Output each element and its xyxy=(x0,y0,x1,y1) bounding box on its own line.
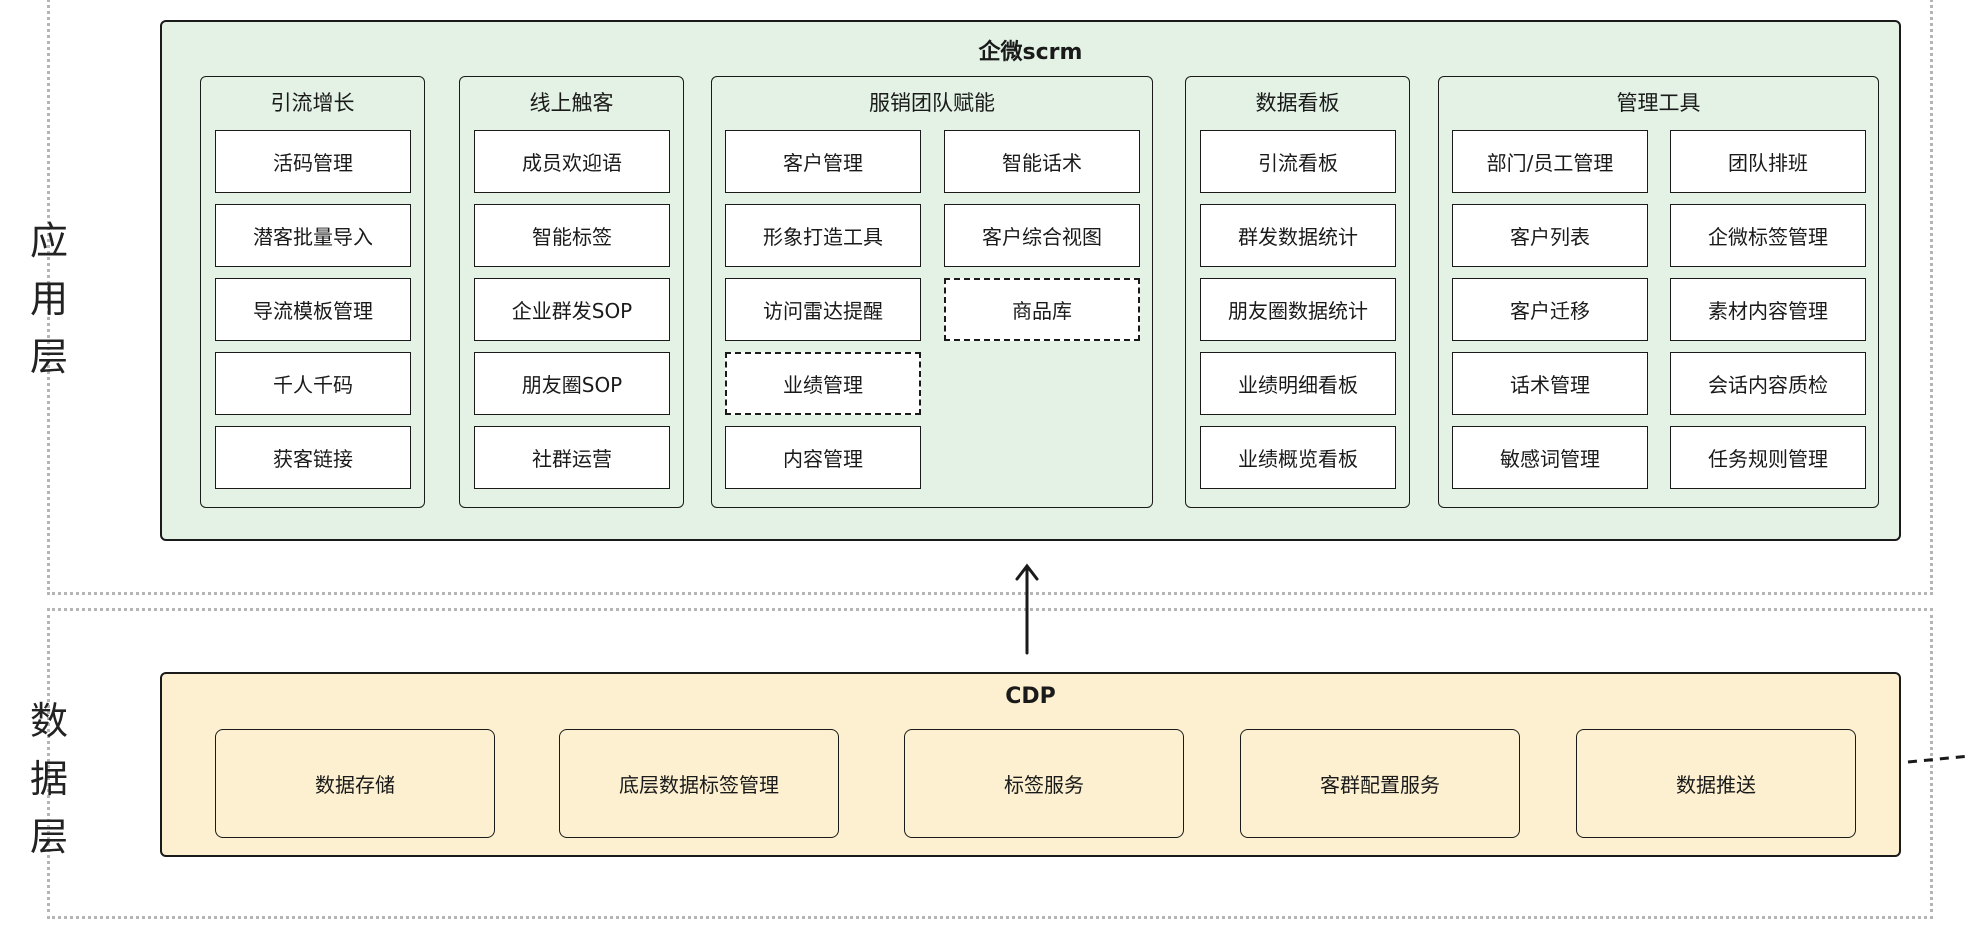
scrm-title: 企微scrm xyxy=(978,40,1083,65)
feature-box: 会话内容质检 xyxy=(1670,352,1866,415)
scrm-frame: 企微scrm 引流增长 活码管理 潜客批量导入 导流模板管理 千人千码 获客链接… xyxy=(160,20,1901,541)
application-layer-label-char: 层 xyxy=(29,335,68,379)
feature-box: 千人千码 xyxy=(215,352,411,415)
cdp-service-box: 客群配置服务 xyxy=(1240,729,1520,838)
feature-box: 群发数据统计 xyxy=(1200,204,1396,267)
feature-box: 活码管理 xyxy=(215,130,411,193)
feature-box: 客户迁移 xyxy=(1452,278,1648,341)
data-layer-label: 数 据 层 xyxy=(24,692,74,866)
group-management: 管理工具 部门/员工管理 客户列表 客户迁移 话术管理 敏感词管理 团队排班 企… xyxy=(1438,76,1879,508)
data-layer-label-char: 数 xyxy=(29,699,68,743)
feature-box: 部门/员工管理 xyxy=(1452,130,1648,193)
cdp-title: CDP xyxy=(1005,684,1056,709)
feature-box: 引流看板 xyxy=(1200,130,1396,193)
feature-box: 任务规则管理 xyxy=(1670,426,1866,489)
cdp-service-box: 底层数据标签管理 xyxy=(559,729,839,838)
feature-box: 企业群发SOP xyxy=(474,278,670,341)
cdp-service-box: 数据推送 xyxy=(1576,729,1856,838)
group-lead-growth-title: 引流增长 xyxy=(270,91,355,115)
feature-box: 业绩明细看板 xyxy=(1200,352,1396,415)
feature-box: 朋友圈数据统计 xyxy=(1200,278,1396,341)
feature-box: 导流模板管理 xyxy=(215,278,411,341)
cdp-service-box: 数据存储 xyxy=(215,729,495,838)
feature-box: 客户管理 xyxy=(725,130,921,193)
up-arrow xyxy=(1015,563,1039,655)
data-layer-label-char: 据 xyxy=(29,757,68,801)
feature-box: 客户综合视图 xyxy=(944,204,1140,267)
feature-box-planned: 业绩管理 xyxy=(725,352,921,415)
feature-box: 成员欢迎语 xyxy=(474,130,670,193)
cdp-service-box: 标签服务 xyxy=(904,729,1184,838)
group-dashboard-title: 数据看板 xyxy=(1255,91,1340,115)
feature-box-planned: 商品库 xyxy=(944,278,1140,341)
feature-box: 敏感词管理 xyxy=(1452,426,1648,489)
application-layer-label: 应 用 层 xyxy=(24,212,74,386)
feature-box: 业绩概览看板 xyxy=(1200,426,1396,489)
feature-box: 客户列表 xyxy=(1452,204,1648,267)
cdp-frame: CDP 数据存储 底层数据标签管理 标签服务 客群配置服务 数据推送 xyxy=(160,672,1901,857)
feature-box: 智能话术 xyxy=(944,130,1140,193)
application-layer-label-char: 应 xyxy=(29,219,68,263)
feature-box: 获客链接 xyxy=(215,426,411,489)
data-layer-label-char: 层 xyxy=(29,815,68,859)
group-team-enable: 服销团队赋能 客户管理 形象打造工具 访问雷达提醒 业绩管理 内容管理 智能话术… xyxy=(711,76,1153,508)
feature-box: 潜客批量导入 xyxy=(215,204,411,267)
feature-box: 企微标签管理 xyxy=(1670,204,1866,267)
feature-box: 形象打造工具 xyxy=(725,204,921,267)
feature-box: 话术管理 xyxy=(1452,352,1648,415)
feature-box: 社群运营 xyxy=(474,426,670,489)
group-team-enable-title: 服销团队赋能 xyxy=(869,91,995,115)
group-online-touch: 线上触客 成员欢迎语 智能标签 企业群发SOP 朋友圈SOP 社群运营 xyxy=(459,76,684,508)
group-lead-growth: 引流增长 活码管理 潜客批量导入 导流模板管理 千人千码 获客链接 xyxy=(200,76,425,508)
data-layer-zone xyxy=(47,608,1933,919)
feature-box: 访问雷达提醒 xyxy=(725,278,921,341)
group-management-title: 管理工具 xyxy=(1616,91,1701,115)
feature-box: 团队排班 xyxy=(1670,130,1866,193)
group-online-touch-title: 线上触客 xyxy=(529,91,614,115)
feature-box: 内容管理 xyxy=(725,426,921,489)
application-layer-zone xyxy=(47,0,1933,595)
feature-box: 素材内容管理 xyxy=(1670,278,1866,341)
application-layer-label-char: 用 xyxy=(29,277,68,321)
dashed-link-right xyxy=(1907,754,1970,764)
group-dashboard: 数据看板 引流看板 群发数据统计 朋友圈数据统计 业绩明细看板 业绩概览看板 xyxy=(1185,76,1410,508)
feature-box: 智能标签 xyxy=(474,204,670,267)
feature-box: 朋友圈SOP xyxy=(474,352,670,415)
